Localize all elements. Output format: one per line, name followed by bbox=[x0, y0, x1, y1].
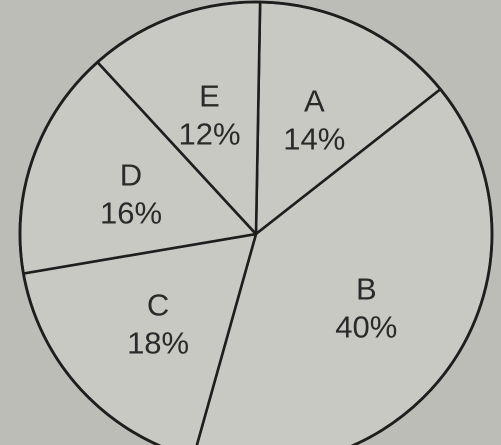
slice-value-label-c: 18% bbox=[127, 325, 189, 360]
slice-label-group-a: A14% bbox=[283, 83, 345, 156]
slice-category-label-e: E bbox=[199, 78, 220, 113]
pie-outline bbox=[18, 0, 494, 445]
slice-value-label-e: 12% bbox=[178, 116, 240, 151]
slice-category-label-c: C bbox=[147, 287, 169, 322]
slice-category-label-d: D bbox=[120, 158, 142, 193]
slice-value-label-a: 14% bbox=[283, 121, 345, 156]
slice-value-label-b: 40% bbox=[335, 310, 397, 345]
slice-label-group-e: E12% bbox=[178, 78, 240, 151]
slice-category-label-b: B bbox=[356, 272, 377, 307]
slice-category-label-a: A bbox=[304, 83, 325, 118]
slice-label-group-c: C18% bbox=[127, 287, 189, 360]
slice-value-label-d: 16% bbox=[100, 196, 162, 231]
slice-label-group-d: D16% bbox=[100, 158, 162, 231]
slice-label-group-b: B40% bbox=[335, 272, 397, 345]
